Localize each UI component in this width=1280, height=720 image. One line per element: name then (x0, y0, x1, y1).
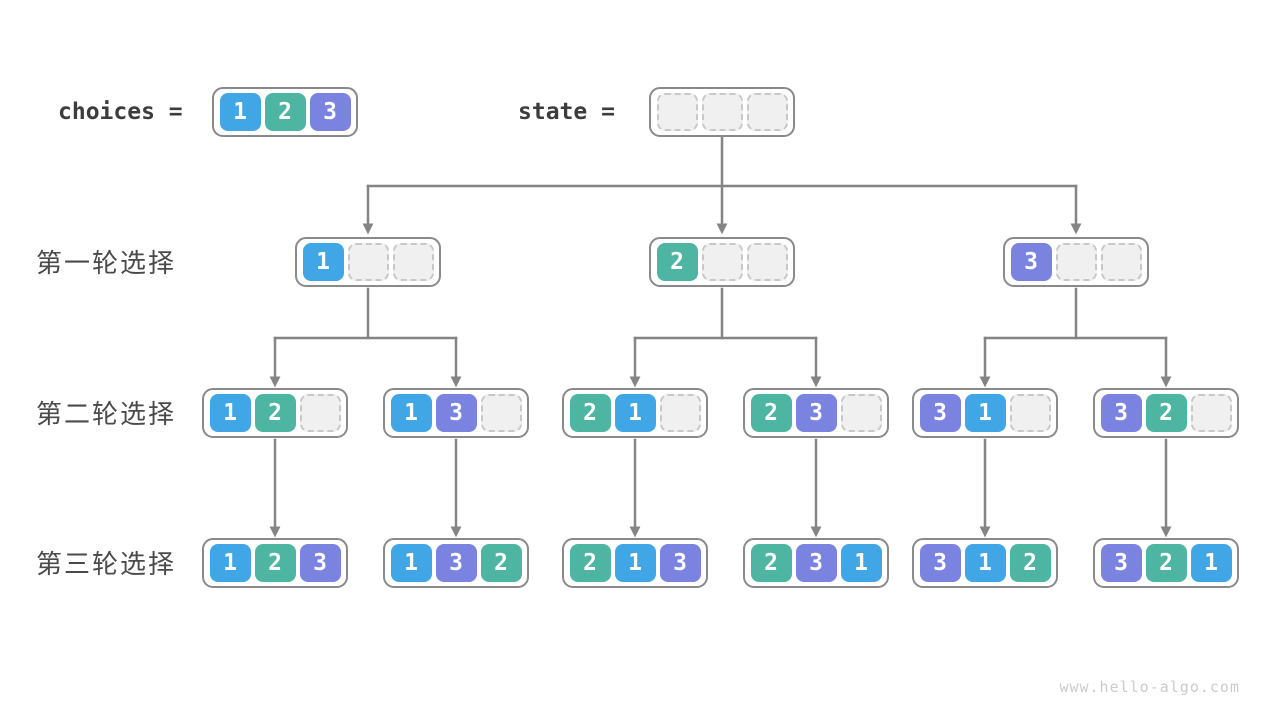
array-cell (1190, 394, 1232, 432)
array-cell: 1 (964, 394, 1006, 432)
state-node: 2 1 3 (562, 538, 708, 588)
array-cell: 1 (390, 394, 432, 432)
array-cell: 1 (964, 544, 1006, 582)
array-cell: 1 (390, 544, 432, 582)
array-cell (746, 93, 788, 131)
array-cell: 2 (750, 394, 792, 432)
round-1-label: 第一轮选择 (36, 248, 177, 278)
state-node: 3 2 1 (1093, 538, 1239, 588)
array-cell: 2 (1145, 394, 1187, 432)
array-cell: 2 (569, 394, 611, 432)
choices-label: choices = (58, 99, 183, 125)
state-node: 3 2 (1093, 388, 1239, 438)
array-cell: 3 (1010, 243, 1052, 281)
array-cell (480, 394, 522, 432)
state-node: 1 3 2 (383, 538, 529, 588)
array-cell (840, 394, 882, 432)
array-cell (299, 394, 341, 432)
array-cell: 2 (1009, 544, 1051, 582)
site-watermark: www.hello-algo.com (1059, 678, 1240, 696)
state-node: 2 (649, 237, 795, 287)
array-cell: 2 (254, 394, 296, 432)
array-cell (1055, 243, 1097, 281)
array-cell: 3 (435, 394, 477, 432)
array-cell: 3 (795, 544, 837, 582)
array-cell: 3 (1100, 394, 1142, 432)
array-cell (746, 243, 788, 281)
state-node: 2 3 1 (743, 538, 889, 588)
array-cell: 1 (302, 243, 344, 281)
state-node: 1 3 (383, 388, 529, 438)
state-node: 3 (1003, 237, 1149, 287)
array-cell: 1 (614, 544, 656, 582)
array-cell: 3 (1100, 544, 1142, 582)
state-node: 3 1 2 (912, 538, 1058, 588)
array-cell: 1 (840, 544, 882, 582)
state-array (649, 87, 795, 137)
array-cell: 2 (750, 544, 792, 582)
array-cell: 2 (480, 544, 522, 582)
array-cell: 3 (919, 544, 961, 582)
array-cell (659, 394, 701, 432)
array-cell: 1 (209, 544, 251, 582)
array-cell (1009, 394, 1051, 432)
array-cell: 2 (569, 544, 611, 582)
array-cell: 3 (309, 93, 351, 131)
round-2-label: 第二轮选择 (36, 399, 177, 429)
array-cell: 1 (614, 394, 656, 432)
round-3-label: 第三轮选择 (36, 549, 177, 579)
array-cell: 2 (1145, 544, 1187, 582)
state-node: 2 3 (743, 388, 889, 438)
array-cell (392, 243, 434, 281)
array-cell (1100, 243, 1142, 281)
choices-array: 1 2 3 (212, 87, 358, 137)
array-cell: 1 (209, 394, 251, 432)
array-cell (656, 93, 698, 131)
state-node: 3 1 (912, 388, 1058, 438)
array-cell: 3 (795, 394, 837, 432)
array-cell (701, 93, 743, 131)
array-cell (347, 243, 389, 281)
array-cell: 2 (656, 243, 698, 281)
state-node: 1 2 3 (202, 538, 348, 588)
array-cell: 2 (264, 93, 306, 131)
array-cell (701, 243, 743, 281)
state-label: state = (518, 99, 615, 125)
array-cell: 1 (1190, 544, 1232, 582)
array-cell: 3 (659, 544, 701, 582)
array-cell: 2 (254, 544, 296, 582)
array-cell: 3 (919, 394, 961, 432)
array-cell: 1 (219, 93, 261, 131)
array-cell: 3 (435, 544, 477, 582)
state-node: 1 2 (202, 388, 348, 438)
state-node: 1 (295, 237, 441, 287)
state-node: 2 1 (562, 388, 708, 438)
array-cell: 3 (299, 544, 341, 582)
